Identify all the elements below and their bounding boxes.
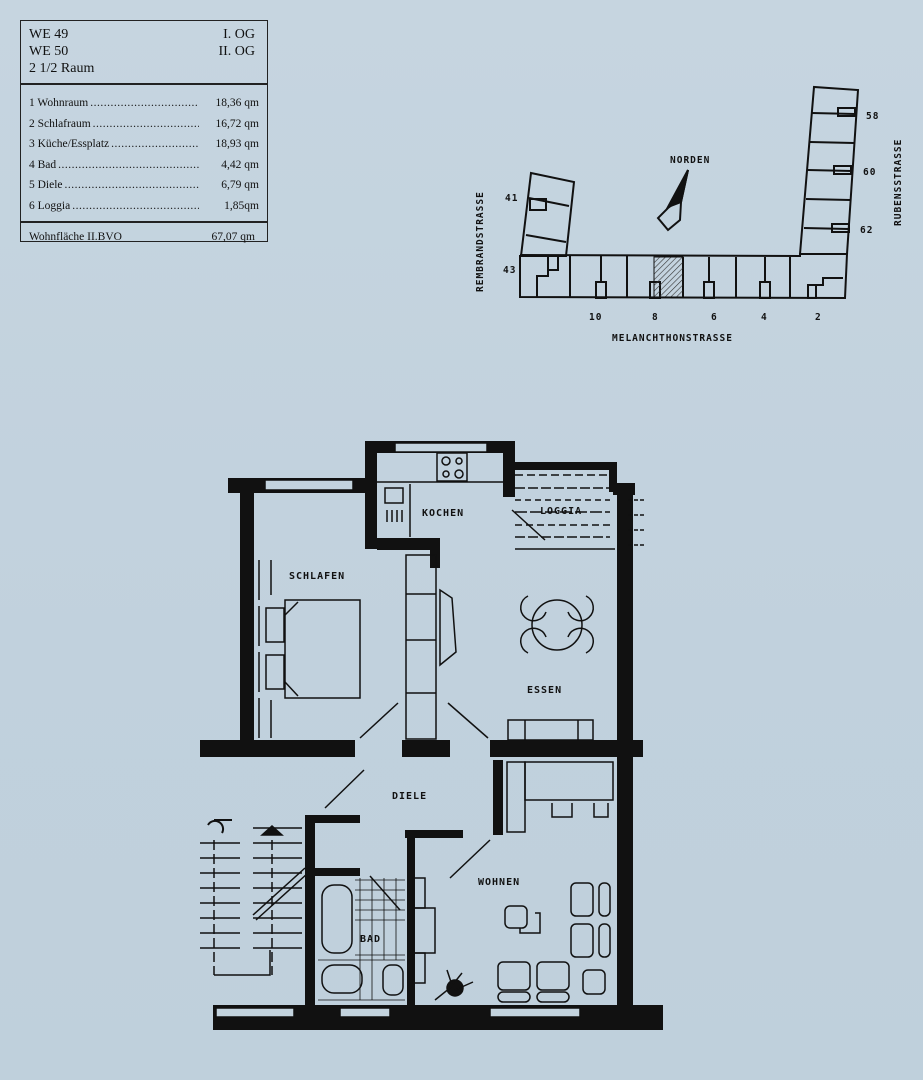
total-area-label: Wohnfläche II.BVO [29, 231, 122, 243]
house-number: 41 [505, 193, 519, 204]
kitchen-fixtures [377, 452, 503, 537]
house-number: 4 [761, 312, 768, 323]
house-number: 2 [815, 312, 822, 323]
north-arrow-icon [656, 169, 689, 232]
room-area-row: 5 Diele 6,79 qm [29, 175, 259, 196]
room-area-row: 6 Loggia 1,85qm [29, 196, 259, 217]
room-area: 16,72 qm [215, 117, 259, 130]
windows [215, 442, 581, 1018]
loggia-hatching [511, 474, 645, 550]
total-area-value: 67,07 qm [211, 231, 255, 243]
staircase [200, 819, 309, 976]
street-label-bottom: MELANCHTHONSTRASSE [612, 333, 733, 344]
highlighted-unit [653, 256, 684, 298]
room-area-row: 3 Küche/Essplatz 18,93 qm [29, 134, 259, 155]
right-wing-building [799, 85, 860, 255]
house-number: 58 [866, 111, 880, 122]
unit-number: WE 50 [29, 44, 69, 59]
room-area: 6,79 qm [221, 179, 259, 191]
floor-level: II. OG [218, 44, 255, 59]
room-area: 4,42 qm [221, 158, 259, 171]
room-area: 1,85qm [224, 199, 259, 212]
door-swings [324, 702, 491, 911]
house-number: 10 [589, 312, 603, 323]
house-number: 60 [863, 167, 877, 178]
house-number: 62 [860, 225, 874, 236]
room-label-schlafen: SCHLAFEN [289, 571, 346, 582]
room-type: 2 1/2 Raum [29, 61, 95, 76]
room-area: 18,36 qm [215, 97, 259, 109]
north-label: NORDEN [670, 155, 711, 166]
dining-table [507, 595, 594, 741]
room-name: 6 Loggia [29, 199, 71, 212]
living-room-furniture [412, 761, 614, 1003]
bed-furniture [258, 560, 361, 738]
info-header: WE 49 WE 50 2 1/2 Raum I. OG II. OG [21, 21, 267, 85]
room-area-list: 1 Wohnraum18,36 qm 2 Schlafraum16,72 qm … [21, 85, 267, 223]
house-number: 6 [711, 312, 718, 323]
left-wing-building [519, 171, 576, 257]
room-label-essen: ESSEN [527, 685, 563, 696]
room-label-wohnen: WOHNEN [478, 877, 521, 888]
floor-level: I. OG [223, 27, 255, 42]
room-name: 5 Diele [29, 179, 63, 191]
room-label-bad: BAD [360, 934, 382, 945]
house-number: 8 [652, 312, 659, 323]
wardrobe [405, 554, 457, 740]
room-name: 2 Schlafraum [29, 117, 91, 130]
room-area: 18,93 qm [215, 138, 259, 150]
unit-number: WE 49 [29, 27, 69, 42]
room-area-row: 4 Bad 4,42 qm [29, 155, 259, 176]
room-name: 3 Küche/Essplatz [29, 138, 110, 150]
room-label-diele: DIELE [392, 791, 428, 802]
room-area-row: 1 Wohnraum 18,36 qm [29, 93, 259, 114]
room-label-loggia: LOGGIA [540, 506, 583, 517]
room-name: 1 Wohnraum [29, 97, 89, 109]
apartment-info-box: WE 49 WE 50 2 1/2 Raum I. OG II. OG 1 Wo… [20, 20, 268, 243]
room-label-kochen: KOCHEN [422, 508, 465, 519]
total-area-row: Wohnfläche II.BVO 67,07 qm [21, 223, 267, 243]
room-area-row: 2 Schlafraum 16,72 qm [29, 114, 259, 135]
house-number: 43 [503, 265, 517, 276]
room-name: 4 Bad [29, 158, 57, 171]
bathroom-fixtures [318, 878, 405, 1001]
